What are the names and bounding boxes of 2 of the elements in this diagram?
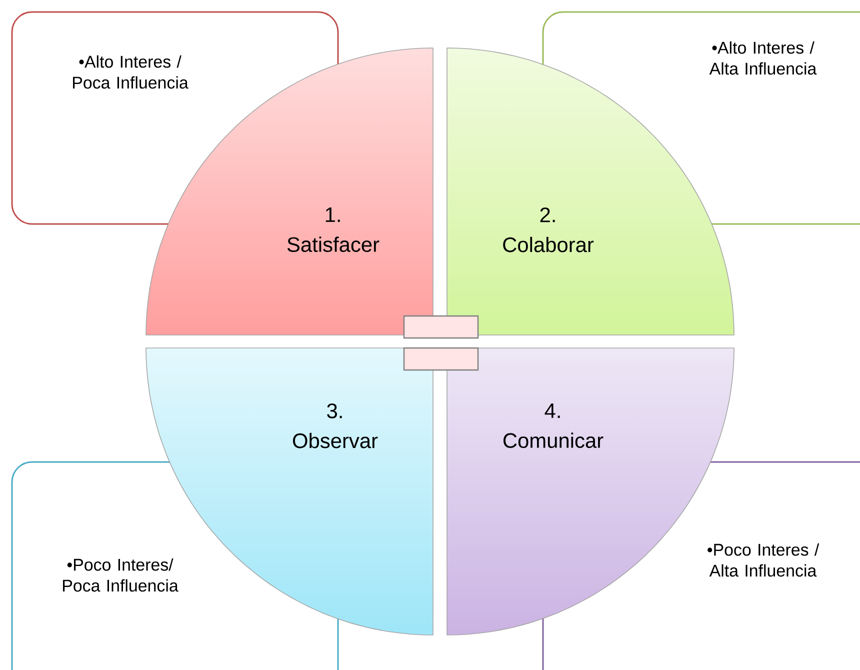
center-bar (403, 347, 479, 371)
center-bar (403, 315, 479, 339)
